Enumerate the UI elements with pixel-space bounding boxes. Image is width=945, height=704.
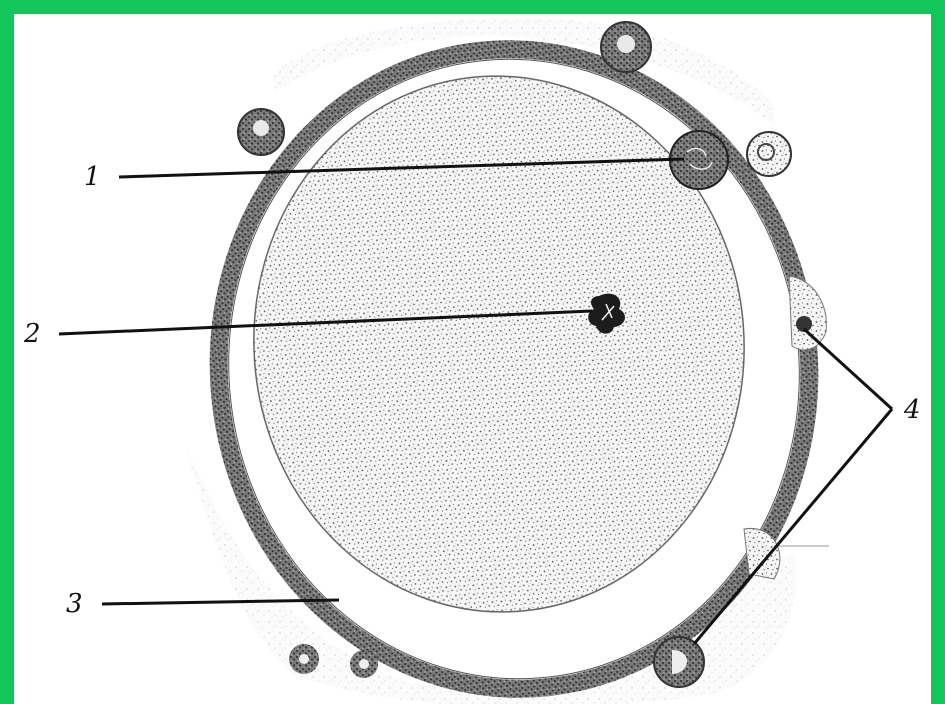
zona-protrusion-right (789, 276, 826, 350)
oocyte-diagram: 1 2 3 4 (14, 14, 931, 704)
label-3: 3 (66, 589, 83, 619)
follicle-cell-bottom (654, 637, 704, 687)
figure-frame: 1 2 3 4 (14, 14, 931, 704)
follicle-cell-top (601, 22, 651, 72)
label-1: 1 (84, 162, 101, 192)
follicle-cell-left (238, 109, 284, 155)
label-4: 4 (903, 395, 921, 425)
label-2: 2 (23, 319, 41, 349)
follicle-cell-right (747, 132, 791, 176)
leader-line-3 (102, 600, 339, 604)
